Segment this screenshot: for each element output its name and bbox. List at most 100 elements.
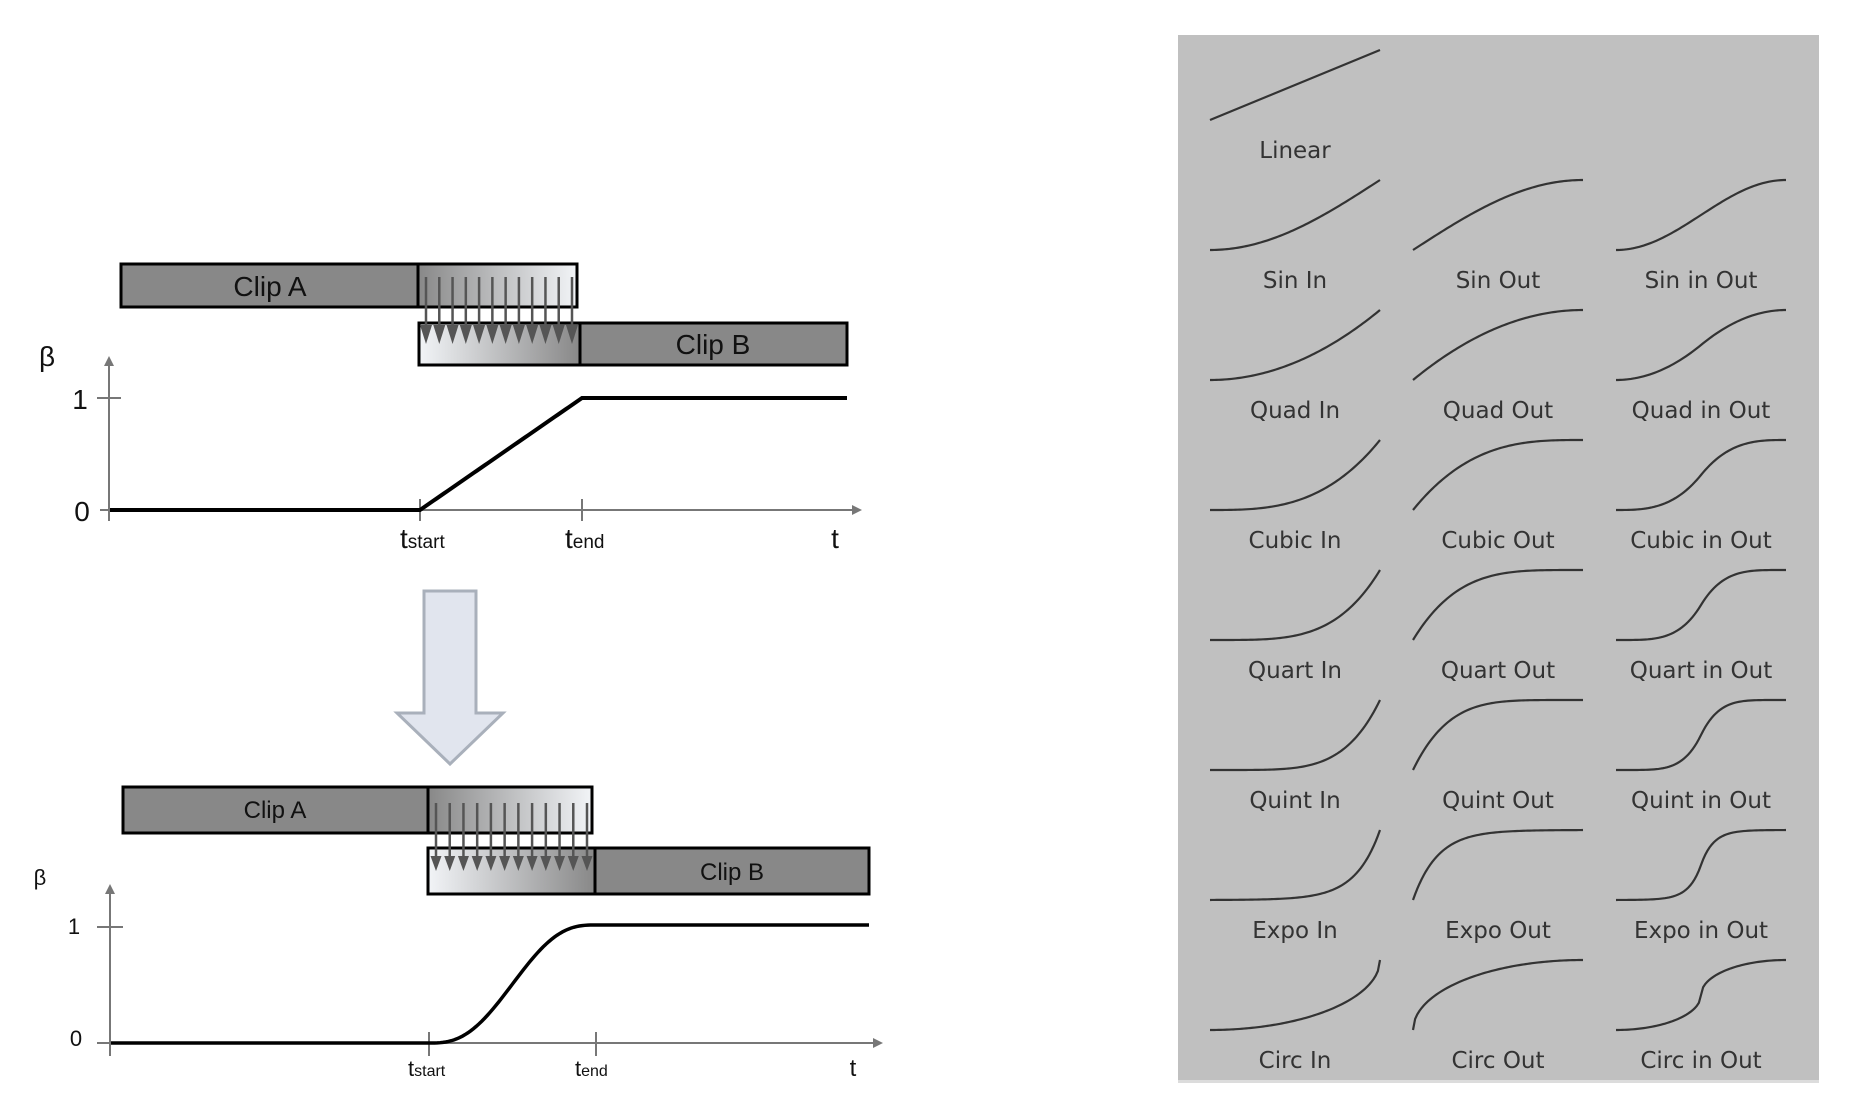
easing-curve-quintIn[interactable] bbox=[1210, 699, 1381, 772]
easing-label[interactable]: Cubic Out bbox=[1441, 528, 1554, 554]
transition-arrowhead bbox=[526, 856, 538, 871]
clip-b-label: Clip B bbox=[700, 859, 764, 886]
transition-arrowhead bbox=[473, 325, 486, 344]
easing-label[interactable]: Quint Out bbox=[1442, 788, 1554, 814]
transition-arrowhead bbox=[539, 325, 552, 344]
easing-label[interactable]: Circ In bbox=[1259, 1048, 1332, 1074]
easing-label[interactable]: Quad Out bbox=[1443, 398, 1553, 424]
easing-curve-quintOut[interactable] bbox=[1412, 698, 1583, 771]
t-end-sub: end bbox=[573, 532, 605, 553]
transition-arrowhead bbox=[526, 325, 539, 344]
easing-curve-quadOut[interactable] bbox=[1412, 308, 1584, 381]
transition-arrowhead bbox=[566, 325, 578, 344]
t-end-main: t bbox=[575, 1056, 581, 1081]
easing-curve-cubicIn[interactable] bbox=[1210, 439, 1381, 512]
easing-curve-quartIn[interactable] bbox=[1210, 569, 1381, 642]
transition-arrows bbox=[430, 803, 593, 871]
easing-label[interactable]: Sin in Out bbox=[1645, 268, 1758, 294]
easing-label[interactable]: Quint In bbox=[1249, 788, 1340, 814]
clip-b-fade-in-region bbox=[417, 321, 582, 367]
easing-label[interactable]: Quad In bbox=[1250, 398, 1340, 424]
easing-label[interactable]: Quint in Out bbox=[1631, 788, 1771, 814]
clip-a-bar bbox=[119, 262, 420, 309]
t-start-label: tstart bbox=[400, 523, 445, 554]
easing-curve-quadInOut[interactable] bbox=[1615, 308, 1787, 382]
x-axis-label: t bbox=[850, 1055, 857, 1082]
easing-curve-sinOut[interactable] bbox=[1412, 178, 1584, 251]
t-end-label: tend bbox=[575, 1056, 608, 1081]
transition-arrowhead bbox=[446, 325, 459, 344]
easing-label[interactable]: Expo Out bbox=[1445, 918, 1551, 944]
clip-a-fade-out-region bbox=[416, 262, 579, 309]
easing-curve-sinIn[interactable] bbox=[1209, 179, 1381, 252]
easing-label[interactable]: Quart in Out bbox=[1630, 658, 1773, 684]
transition-arrowhead bbox=[420, 325, 432, 344]
clip-b-fade-in-region bbox=[426, 846, 597, 896]
easing-curve-linear[interactable] bbox=[1209, 48, 1381, 122]
easing-label[interactable]: Quart In bbox=[1248, 658, 1342, 684]
easing-curve-quintInOut[interactable] bbox=[1616, 698, 1786, 772]
transition-arrowhead bbox=[444, 856, 456, 871]
clip-a-label: Clip A bbox=[233, 271, 306, 302]
transition-arrowhead bbox=[457, 856, 469, 871]
clip-a-fade-out-region bbox=[426, 785, 594, 835]
easing-label[interactable]: Linear bbox=[1259, 138, 1331, 164]
transition-arrowhead bbox=[499, 325, 512, 344]
transition-arrowhead bbox=[512, 325, 525, 344]
transition-arrowhead bbox=[581, 856, 593, 871]
y-axis-label: β bbox=[39, 341, 55, 372]
y-tick-label-1: 1 bbox=[68, 914, 80, 939]
easing-curve-cubicOut[interactable] bbox=[1412, 438, 1583, 511]
easing-curve-circIn[interactable] bbox=[1209, 959, 1382, 1032]
clip-b-bar bbox=[593, 846, 871, 896]
top-diagram: Clip A Clip B β 1 0 tstart tend t bbox=[39, 262, 862, 554]
easing-label[interactable]: Cubic In bbox=[1249, 528, 1342, 554]
easing-curve-circInOut[interactable] bbox=[1615, 958, 1787, 1032]
easing-curve-circOut[interactable] bbox=[1411, 958, 1584, 1031]
transition-arrowhead bbox=[485, 856, 497, 871]
easing-label[interactable]: Circ Out bbox=[1451, 1048, 1544, 1074]
transition-arrowhead bbox=[486, 325, 499, 344]
t-end-main: t bbox=[565, 523, 573, 554]
y-tick-label-0: 0 bbox=[70, 1026, 82, 1051]
easing-curve-quartInOut[interactable] bbox=[1616, 568, 1786, 642]
transition-down-arrow bbox=[393, 589, 507, 767]
easing-curve-expoInOut[interactable] bbox=[1615, 828, 1787, 902]
transition-arrowhead bbox=[471, 856, 483, 871]
easing-label[interactable]: Sin Out bbox=[1456, 268, 1541, 294]
easing-curve-expoIn[interactable] bbox=[1209, 829, 1382, 902]
t-start-sub: start bbox=[408, 532, 446, 553]
t-start-main: t bbox=[400, 523, 408, 554]
clip-a-label: Clip A bbox=[244, 797, 307, 824]
easing-label[interactable]: Quad in Out bbox=[1632, 398, 1771, 424]
easing-curve-cubicInOut[interactable] bbox=[1616, 438, 1786, 512]
t-start-main: t bbox=[408, 1056, 414, 1081]
transition-arrowhead bbox=[540, 856, 552, 871]
t-end-sub: end bbox=[581, 1063, 608, 1080]
easing-label[interactable]: Quart Out bbox=[1441, 658, 1555, 684]
bottom-diagram: Clip A Clip B β 1 0 tstart tend t bbox=[34, 785, 883, 1082]
blend-weight-curve-linear bbox=[110, 396, 847, 512]
easing-label[interactable]: Expo In bbox=[1252, 918, 1338, 944]
t-start-label: tstart bbox=[408, 1056, 446, 1081]
easing-label[interactable]: Sin In bbox=[1263, 268, 1327, 294]
easing-curve-expoOut[interactable] bbox=[1411, 828, 1584, 901]
y-tick-label-0: 0 bbox=[74, 496, 90, 527]
transition-arrowhead bbox=[552, 325, 565, 344]
transition-arrowhead bbox=[433, 325, 446, 344]
transition-arrowhead bbox=[430, 856, 442, 871]
easing-curve-quartOut[interactable] bbox=[1412, 568, 1583, 641]
y-tick-label-1: 1 bbox=[72, 384, 88, 415]
clip-b-bar bbox=[578, 321, 849, 367]
easing-label[interactable]: Expo in Out bbox=[1634, 918, 1768, 944]
blend-weight-curve-eased bbox=[111, 923, 869, 1045]
t-end-label: tend bbox=[565, 523, 604, 554]
easing-curve-quadIn[interactable] bbox=[1209, 309, 1381, 382]
easing-label[interactable]: Cubic in Out bbox=[1630, 528, 1772, 554]
transition-arrowhead bbox=[554, 856, 566, 871]
easing-curve-sinInOut[interactable] bbox=[1615, 178, 1787, 252]
easing-label[interactable]: Circ in Out bbox=[1640, 1048, 1761, 1074]
